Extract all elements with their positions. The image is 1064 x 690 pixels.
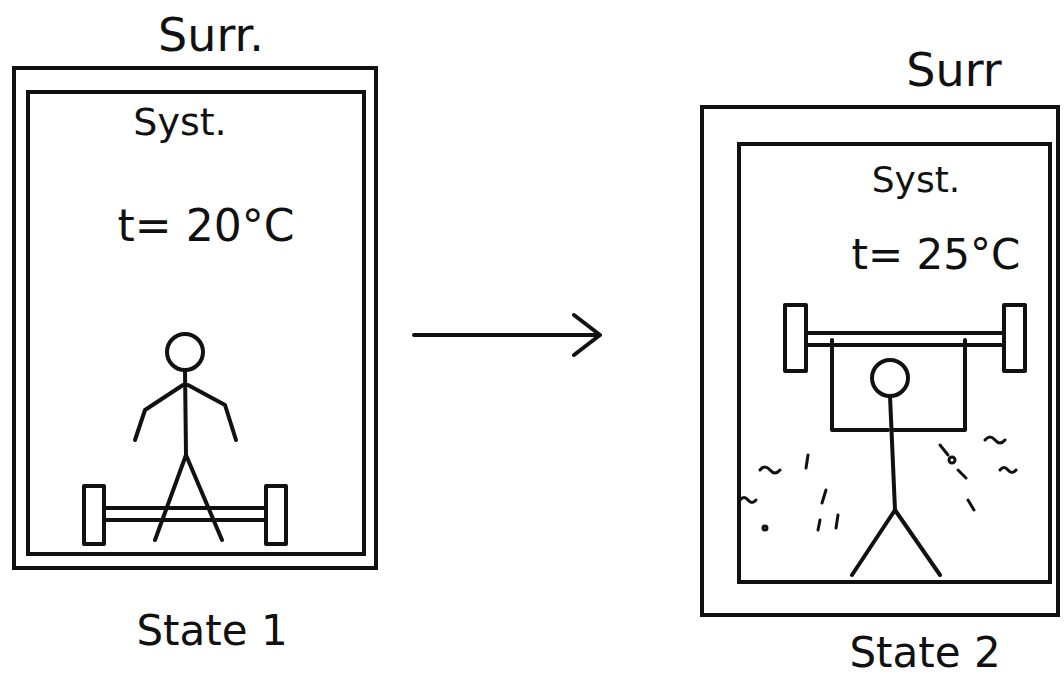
sketch-stroke [135, 385, 183, 440]
box-heading: Surr. [158, 10, 264, 61]
state-label: State 1 [136, 608, 287, 654]
sketch-stroke [806, 455, 808, 468]
sketch-stroke [872, 360, 908, 396]
box-heading: Surr [906, 45, 1001, 96]
sketch-stroke [155, 455, 186, 540]
sketch-stroke [785, 305, 806, 371]
process-arrow [414, 315, 600, 355]
sketch-stroke [266, 486, 286, 544]
sketch-stroke [852, 510, 895, 575]
sketch-stroke [806, 331, 1004, 335]
sketch-stroke [940, 445, 948, 455]
sketch-stroke [968, 500, 974, 510]
sketch-stroke [763, 526, 767, 530]
sketch-stroke [84, 486, 104, 544]
sketch-stroke [890, 396, 895, 510]
sketch-stroke [104, 506, 266, 510]
temperature-label: t= 25°C [852, 232, 1021, 278]
system-box: Syst. t= 25°C [737, 142, 1052, 584]
sketch-stroke [167, 334, 203, 370]
system-box: Syst. t= 20°C [26, 90, 366, 556]
box-heading: Syst. [872, 160, 960, 200]
sketch-stroke [958, 470, 966, 478]
temperature-label: t= 20°C [118, 202, 295, 250]
sketch-stroke [895, 510, 940, 575]
sketch-stroke [836, 515, 838, 528]
sketch-stroke [949, 457, 955, 463]
sketch-stroke [806, 343, 1004, 347]
sketch-stroke [985, 437, 1005, 443]
sketch-stroke [832, 340, 888, 430]
arrow-line [414, 315, 600, 355]
sketch-stroke [893, 340, 965, 430]
sketch-stroke [818, 520, 820, 530]
sketch-stroke [1004, 305, 1025, 371]
box-heading: Syst. [133, 102, 226, 144]
sketch-stroke [1000, 468, 1016, 473]
surroundings-box: Surr.Syst.t= 20°C [12, 66, 378, 570]
barbell-floor [84, 486, 286, 544]
sketch-stroke [186, 455, 222, 540]
surroundings-box: SurrSyst.t= 25°C [700, 105, 1060, 617]
sketch-stroke [740, 498, 756, 503]
sketch-stroke [185, 370, 186, 455]
sweat-marks [740, 437, 1016, 530]
lifter-lifting [832, 340, 965, 575]
sketch-stroke [188, 385, 236, 440]
sketch-stroke [760, 467, 780, 473]
state-label: State 2 [849, 630, 1000, 676]
sketch-stroke [822, 490, 826, 503]
barbell-overhead [785, 305, 1025, 371]
sketch-stroke [104, 518, 266, 522]
